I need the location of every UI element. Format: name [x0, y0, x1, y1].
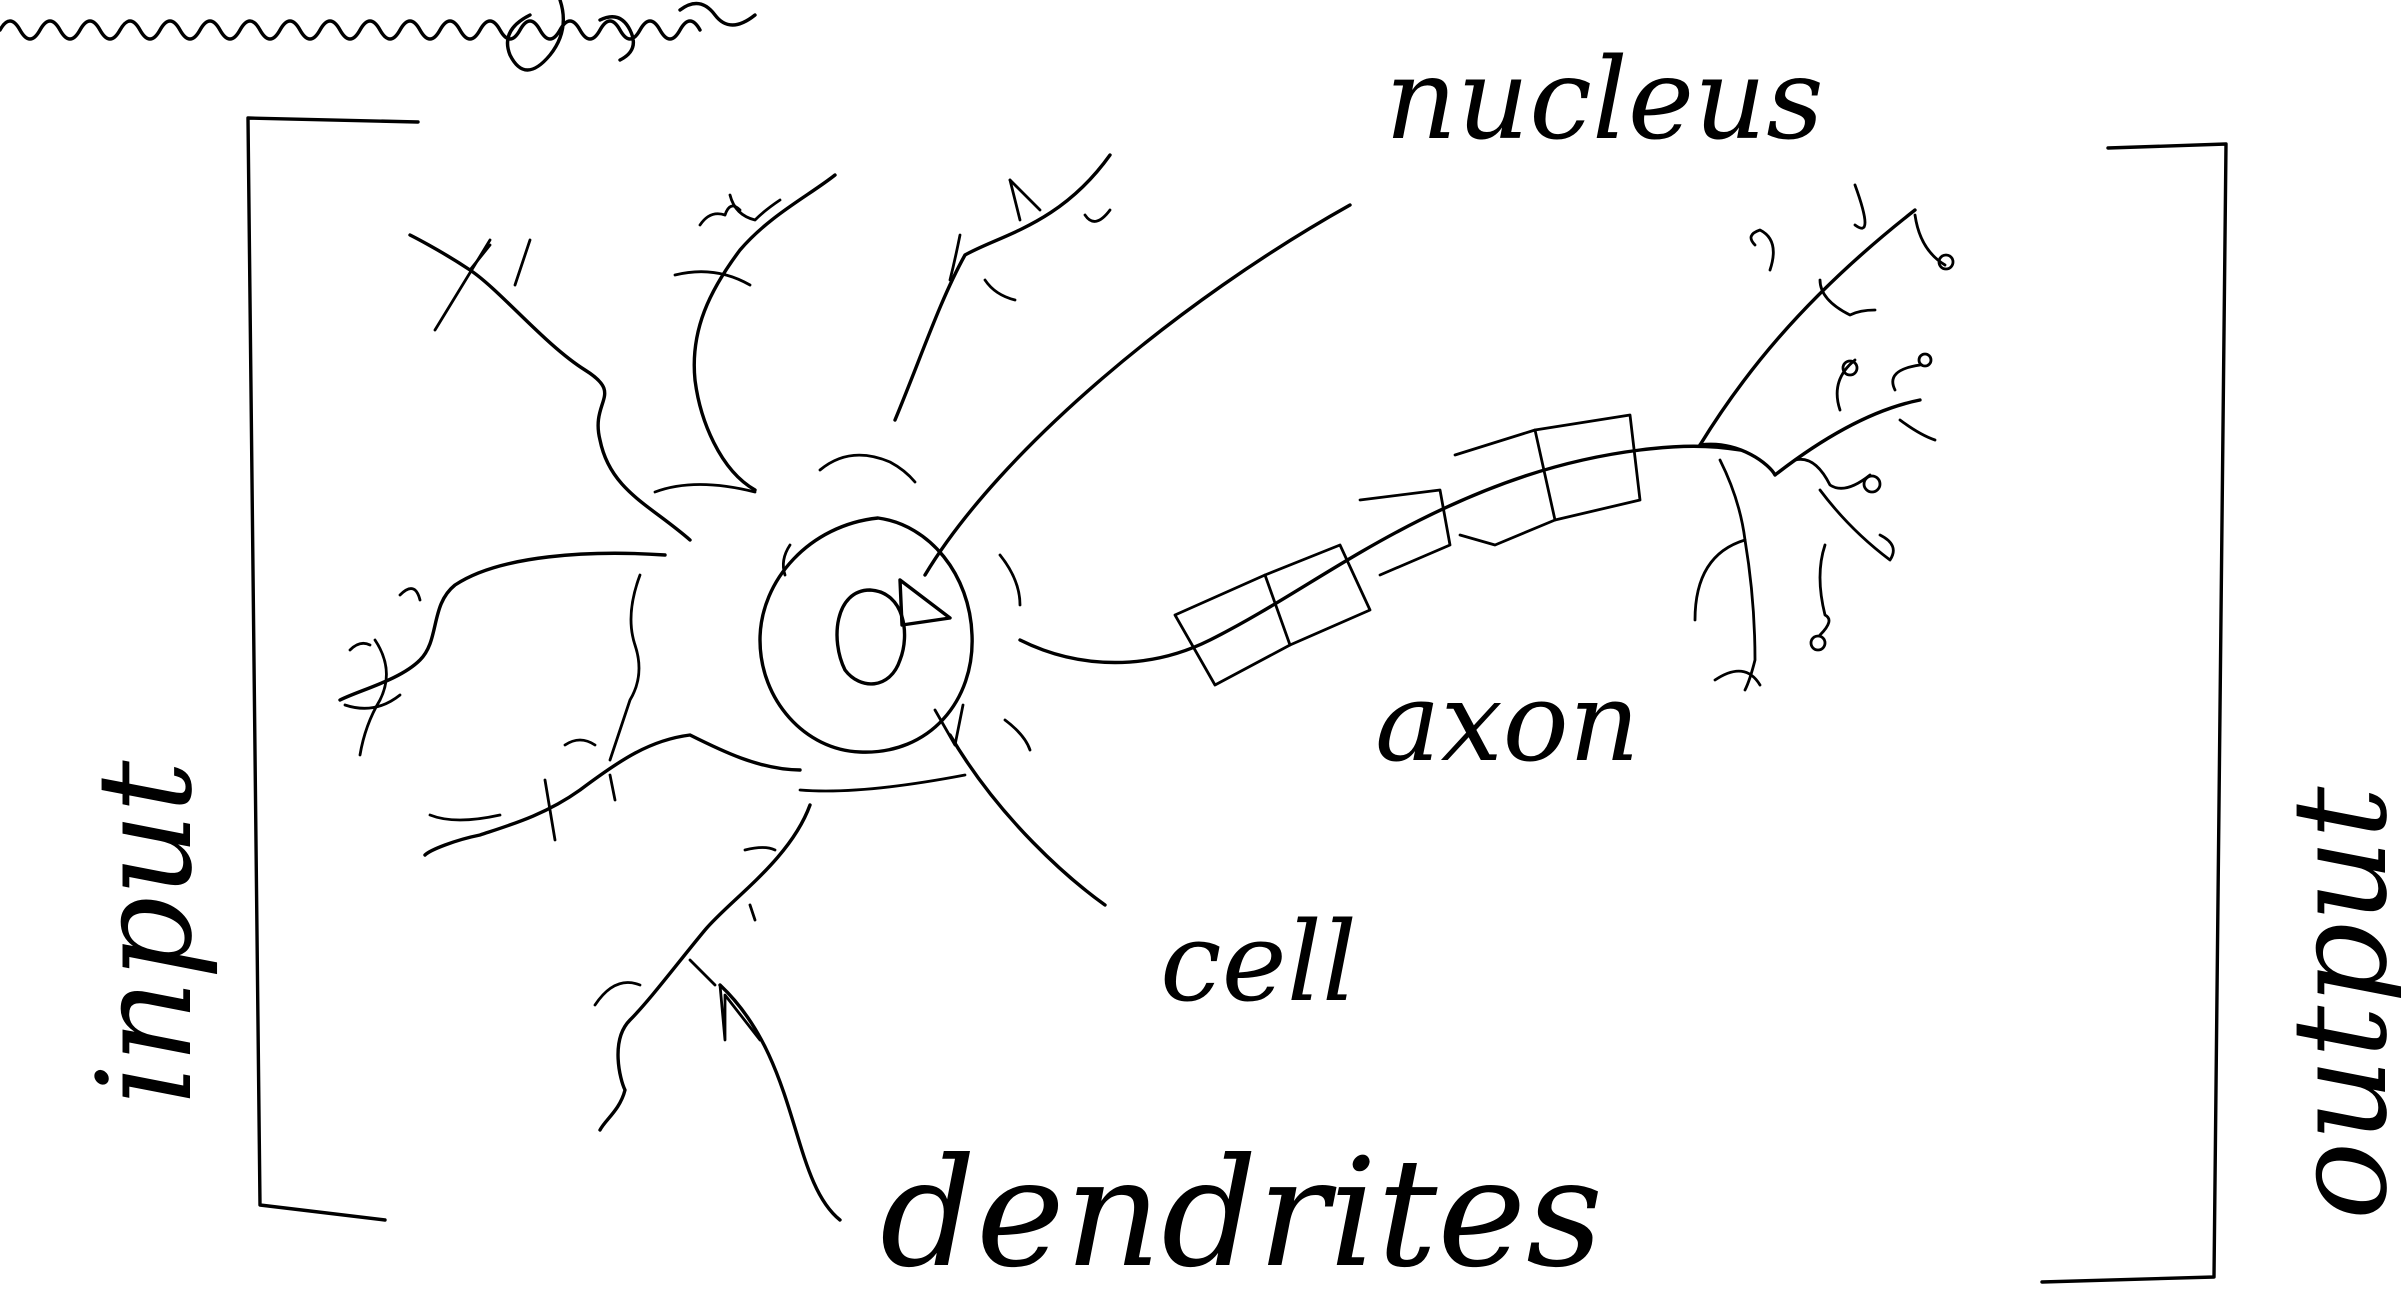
nucleus — [837, 580, 950, 684]
dendrites — [340, 155, 1110, 1130]
nucleus-label: nucleus — [1385, 35, 1824, 165]
cell-label: cell — [1160, 898, 1357, 1026]
axon — [1020, 185, 1953, 690]
dendrites-label: dendrites — [880, 1127, 1603, 1301]
dendrites-pointer — [720, 985, 840, 1220]
cell-pointer — [935, 705, 1105, 905]
input-bracket — [248, 118, 418, 1220]
wavy-scribble — [0, 0, 755, 70]
nucleus-pointer — [925, 205, 1350, 575]
input-label: input — [69, 760, 221, 1105]
output-bracket — [2042, 144, 2226, 1282]
output-label: output — [2264, 786, 2401, 1220]
axon-label: axon — [1375, 658, 1640, 786]
